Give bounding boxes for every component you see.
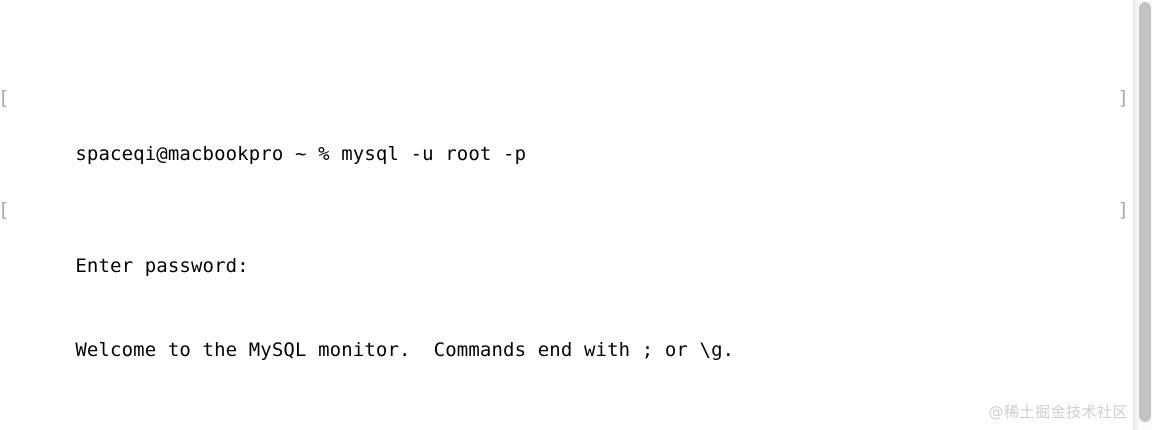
terminal-line-text: spaceqi@macbookpro ~ % mysql -u root -p [75,143,527,165]
scrollbar-thumb[interactable] [1139,2,1151,422]
terminal-line-text: Enter password: [75,255,249,277]
terminal-line: [ Enter password: ] [0,196,1133,277]
vertical-scrollbar[interactable] [1133,0,1152,430]
terminal-line: Your MySQL connection id is 14 [0,420,1133,430]
terminal-line: Welcome to the MySQL monitor. Commands e… [0,308,1133,361]
prompt-marker-left-icon: [ [0,84,10,112]
prompt-marker-right-icon: ] [1117,87,1129,109]
terminal-line-text: Welcome to the MySQL monitor. Commands e… [75,339,735,361]
prompt-marker-left-icon: [ [0,196,10,224]
prompt-marker-right-icon: ] [1117,199,1129,221]
terminal-line: [ spaceqi@macbookpro ~ % mysql -u root -… [0,84,1133,165]
